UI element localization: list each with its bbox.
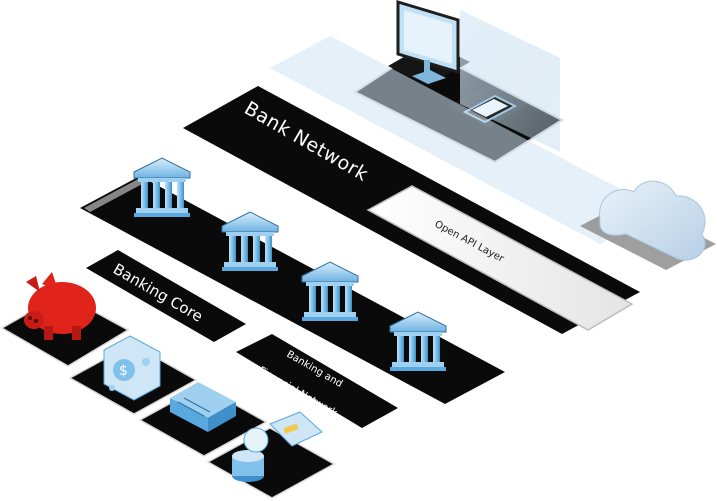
piggy-bank-icon — [24, 272, 96, 340]
desktop-monitor-icon — [396, 0, 460, 84]
bank-card-icon — [269, 411, 323, 447]
cash-register-icon — [170, 382, 236, 432]
cloud-icon — [580, 180, 716, 270]
bank-building-icon — [133, 157, 191, 218]
dollar-bill-icon: $ — [103, 335, 161, 401]
coin-stack-icon — [232, 427, 269, 482]
svg-text:$: $ — [119, 363, 128, 379]
